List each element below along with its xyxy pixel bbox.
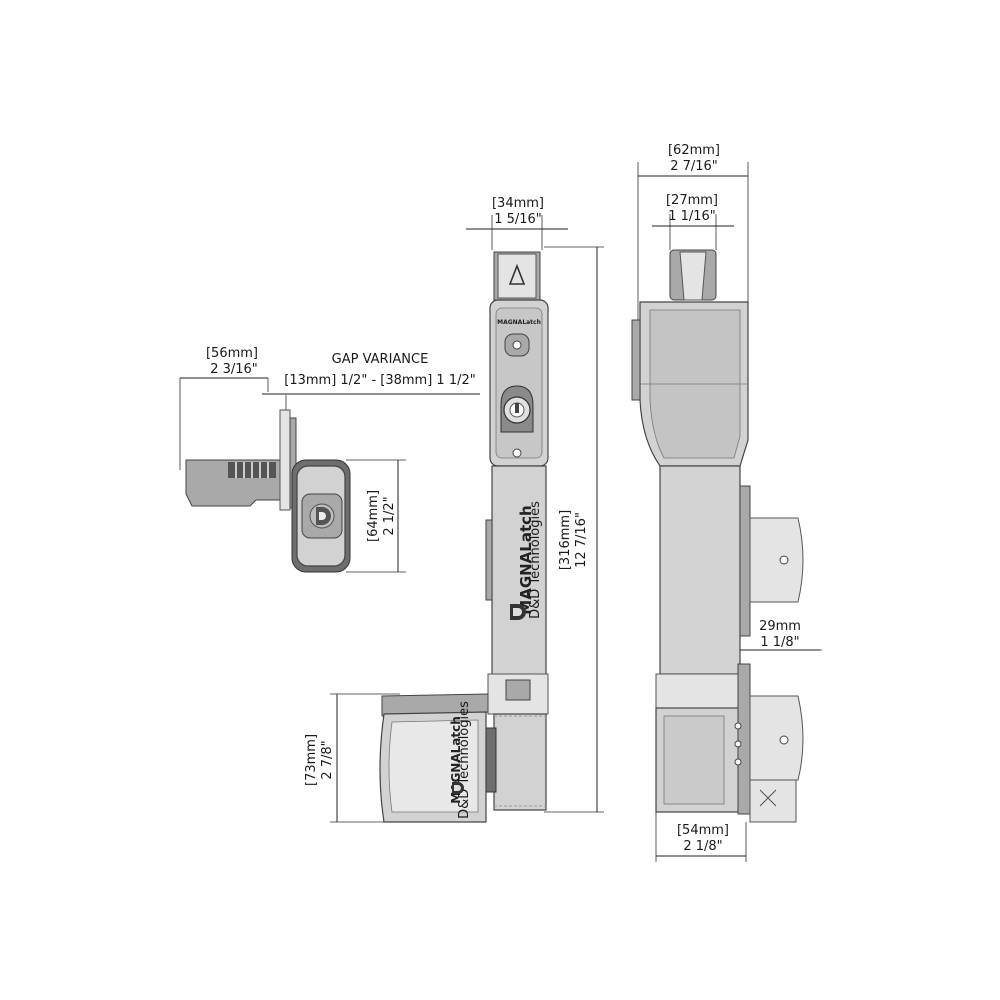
- d-logo-icon: [510, 604, 526, 620]
- side-view: [56mm] 2 3/16" GAP VARIANCE [13mm] 1/2" …: [179, 346, 480, 573]
- triangle-release-icon: [508, 263, 526, 285]
- magnet-tagline: D&D Technologies: [457, 701, 472, 819]
- front-brand: MAGNALatch: [517, 505, 535, 614]
- side-height-mm: [64mm]: [366, 490, 381, 542]
- d-logo-icon: [309, 503, 335, 529]
- front-width-in: 1 5/16": [494, 212, 542, 227]
- rear-width-mm: [62mm]: [668, 143, 720, 158]
- front-tagline: D&D Technologies: [528, 501, 543, 619]
- rear-knob-mm: [27mm]: [666, 193, 718, 208]
- front-length-in: 12 7/16": [574, 512, 589, 568]
- front-length-mm: [316mm]: [558, 510, 573, 570]
- rear-bracket-in: 1 1/8": [760, 635, 799, 650]
- rear-width-in: 2 7/16": [670, 159, 718, 174]
- rear-bracket-mm: 29mm: [759, 619, 801, 634]
- d-logo-icon: [452, 782, 464, 794]
- side-width-in: 2 3/16": [210, 362, 258, 377]
- rear-knob-in: 1 1/16": [668, 209, 716, 224]
- rear-view: [62mm] 2 7/16" [27mm] 1 1/16" 29mm 1 1/8…: [631, 143, 822, 862]
- gap-variance-title: GAP VARIANCE: [332, 352, 429, 367]
- gap-variance-range: [13mm] 1/2" - [38mm] 1 1/2": [284, 373, 475, 388]
- front-brand-small: MAGNALatch: [497, 319, 541, 326]
- magnet-brand: MAGNALatch: [449, 716, 463, 804]
- side-width-mm: [56mm]: [206, 346, 258, 361]
- magnet-view: [73mm] 2 7/8" MAGNALatch D&D Technologie…: [304, 693, 489, 823]
- lock-cylinder-icon: [500, 385, 534, 433]
- side-height-in: 2 1/2": [382, 496, 397, 535]
- front-view: [34mm] 1 5/16" [316mm] 12 7/16" MAGNALat…: [466, 196, 604, 813]
- rear-base-in: 2 1/8": [683, 839, 722, 854]
- magnet-height-in: 2 7/8": [320, 740, 335, 779]
- magnet-height-mm: [73mm]: [304, 734, 319, 786]
- front-width-mm: [34mm]: [492, 196, 544, 211]
- rear-base-mm: [54mm]: [677, 823, 729, 838]
